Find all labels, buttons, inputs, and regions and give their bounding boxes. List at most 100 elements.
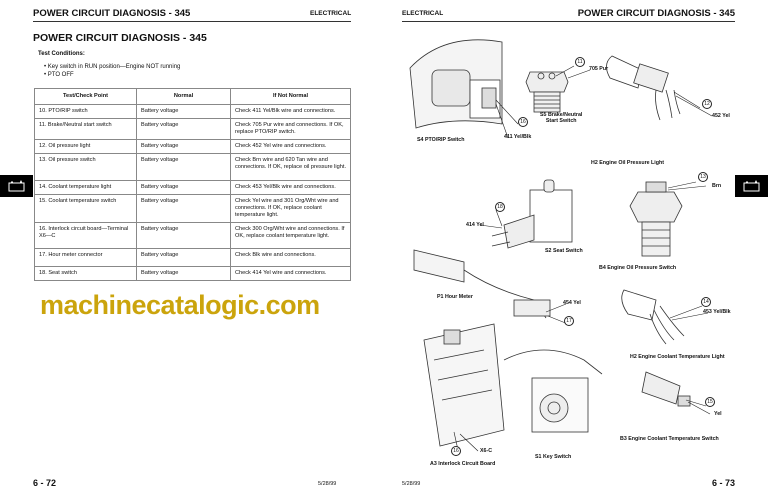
if-not-normal-cell: Check Brn wire and 620 Tan wire and conn…	[230, 153, 351, 181]
col-header: Normal	[136, 88, 231, 105]
condition-1: • Key switch in RUN position—Engine NOT …	[44, 64, 181, 70]
label-w705: 705 Pur	[589, 66, 609, 72]
label-brn: Brn	[712, 183, 722, 189]
battery-icon	[8, 180, 25, 192]
label-s4: S4 PTO/RIP Switch	[417, 137, 465, 143]
if-not-normal-cell: Check Yel wire and 301 Org/Wht wire and …	[230, 194, 351, 223]
coolant-light-drawing	[621, 289, 685, 345]
check-point-cell: 17. Hour meter connector	[34, 248, 137, 267]
table-row: 16. Interlock circuit board—Terminal X6—…	[34, 222, 351, 249]
label-w411: 411 Yel/Blk	[504, 134, 532, 140]
label-b4: B4 Engine Oil Pressure Switch	[599, 265, 677, 271]
normal-cell: Battery voltage	[136, 180, 231, 195]
page-title: POWER CIRCUIT DIAGNOSIS - 345	[33, 32, 207, 44]
check-point-cell: 15. Coolant temperature switch	[34, 194, 137, 223]
label-w414: 414 Yel	[466, 222, 484, 228]
check-point-cell: 13. Oil pressure switch	[34, 153, 137, 181]
normal-cell: Battery voltage	[136, 222, 231, 249]
header-rule	[33, 21, 351, 22]
brake-neutral-switch-drawing	[525, 71, 569, 113]
normal-cell: Battery voltage	[136, 153, 231, 181]
table-header: Test/Check Point Normal If Not Normal	[34, 88, 351, 105]
callout-c16b: 16	[451, 446, 461, 456]
condition-2: • PTO OFF	[44, 72, 74, 78]
battery-tab-left	[0, 175, 33, 197]
watermark: machinecatalogic.com	[40, 290, 320, 320]
if-not-normal-cell: Check Blk wire and connections.	[230, 248, 351, 267]
label-w453: 453 Yel/Blk	[703, 309, 731, 315]
label-yel: Yel	[714, 411, 722, 417]
coolant-switch-drawing	[641, 371, 691, 407]
page-number-left: 6 - 72	[33, 478, 57, 488]
if-not-normal-cell: Check 705 Pur wire and connections. If O…	[230, 118, 351, 140]
callout-c12: 12	[702, 99, 712, 109]
page-number-right: 6 - 73	[711, 478, 735, 488]
normal-cell: Battery voltage	[136, 194, 231, 223]
left-header-section: ELECTRICAL	[310, 10, 352, 17]
label-p1: P1 Hour Meter	[437, 294, 473, 300]
test-table: Test/Check Point Normal If Not Normal 10…	[34, 88, 351, 281]
check-point-cell: 11. Brake/Neutral start switch	[34, 118, 137, 140]
label-s1: S1 Key Switch	[535, 454, 572, 460]
callout-c11: 11	[575, 57, 585, 67]
label-w454: 454 Yel	[563, 300, 581, 306]
if-not-normal-cell: Check 452 Yel wire and connections.	[230, 139, 351, 154]
right-header-title: POWER CIRCUIT DIAGNOSIS - 345	[577, 8, 735, 19]
label-h2oil: H2 Engine Oil Pressure Light	[591, 160, 664, 166]
if-not-normal-cell: Check 453 Yel/Blk wire and connections.	[230, 180, 351, 195]
normal-cell: Battery voltage	[136, 118, 231, 140]
label-s5: S5 Brake/Neutral Start Switch	[540, 112, 583, 124]
check-point-cell: 12. Oil pressure light	[34, 139, 137, 154]
callout-c15: 15	[705, 397, 715, 407]
pto-switch-drawing	[409, 39, 503, 129]
normal-cell: Battery voltage	[136, 266, 231, 281]
left-header-title: POWER CIRCUIT DIAGNOSIS - 345	[33, 8, 191, 19]
label-b3: B3 Engine Coolant Temperature Switch	[620, 436, 719, 442]
interlock-board-drawing	[423, 323, 505, 447]
callout-c14: 14	[701, 297, 711, 307]
if-not-normal-cell: Check 300 Org/Wht wire and connections. …	[230, 222, 351, 249]
col-header: If Not Normal	[230, 88, 351, 105]
if-not-normal-cell: Check 411 Yel/Blk wire and connections.	[230, 104, 351, 119]
check-point-cell: 10. PTO/RIP switch	[34, 104, 137, 119]
label-s2: S2 Seat Switch	[545, 248, 583, 254]
test-conditions-label: Test Conditions:	[38, 51, 85, 57]
normal-cell: Battery voltage	[136, 248, 231, 267]
if-not-normal-cell: Check 414 Yel wire and connections.	[230, 266, 351, 281]
date-left: 5/28/99	[318, 481, 337, 487]
check-point-cell: 16. Interlock circuit board—Terminal X6—…	[34, 222, 137, 249]
right-header-section: ELECTRICAL	[402, 10, 444, 17]
leader-lines	[453, 65, 713, 452]
key-switch-drawing	[503, 349, 603, 433]
callout-c18: 18	[495, 202, 505, 212]
seat-switch-drawing	[491, 179, 573, 249]
check-point-cell: 14. Coolant temperature light	[34, 180, 137, 195]
callout-c13: 13	[698, 172, 708, 182]
col-header: Test/Check Point	[34, 88, 137, 105]
callout-c17: 17	[564, 316, 574, 326]
battery-tab-right	[735, 175, 768, 197]
normal-cell: Battery voltage	[136, 104, 231, 119]
oil-pressure-light-drawing	[606, 55, 681, 121]
label-x6c: X6-C	[480, 448, 493, 454]
label-h2cool: H2 Engine Coolant Temperature Light	[630, 354, 725, 360]
wiring-diagram	[409, 39, 713, 452]
label-a3: A3 Interlock Circuit Board	[430, 461, 496, 467]
hour-meter-drawing	[413, 249, 551, 319]
battery-icon	[743, 180, 760, 192]
date-right: 5/28/99	[402, 481, 421, 487]
normal-cell: Battery voltage	[136, 139, 231, 154]
check-point-cell: 18. Seat switch	[34, 266, 137, 281]
callout-c16a: 16	[518, 117, 528, 127]
label-w452: 452 Yel	[712, 113, 730, 119]
oil-pressure-switch-drawing	[629, 181, 683, 257]
header-rule	[402, 21, 735, 22]
